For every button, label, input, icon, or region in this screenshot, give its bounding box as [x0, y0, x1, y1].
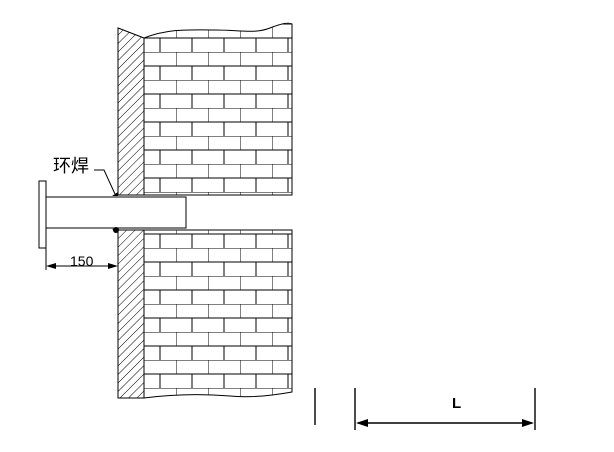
dim-150-arrow-right [108, 263, 118, 269]
pipe-sleeve [45, 196, 187, 229]
flange-plate [38, 180, 47, 249]
plaster-hatch-upper [117, 27, 145, 196]
weld-dot [113, 227, 119, 233]
dim-L-arrow-right [522, 419, 534, 427]
dimension-150-label: 150 [70, 253, 94, 269]
plaster-hatch-lower [117, 229, 145, 399]
brick-wall-lower [143, 229, 293, 399]
brick-wall-upper [143, 22, 293, 196]
weld-label: 环焊 [53, 156, 89, 177]
weld-leader-line [94, 169, 116, 195]
dimension-L-label: L [452, 395, 462, 412]
dim-150-arrow-left [46, 263, 56, 269]
dim-L-arrow-left [356, 419, 368, 427]
